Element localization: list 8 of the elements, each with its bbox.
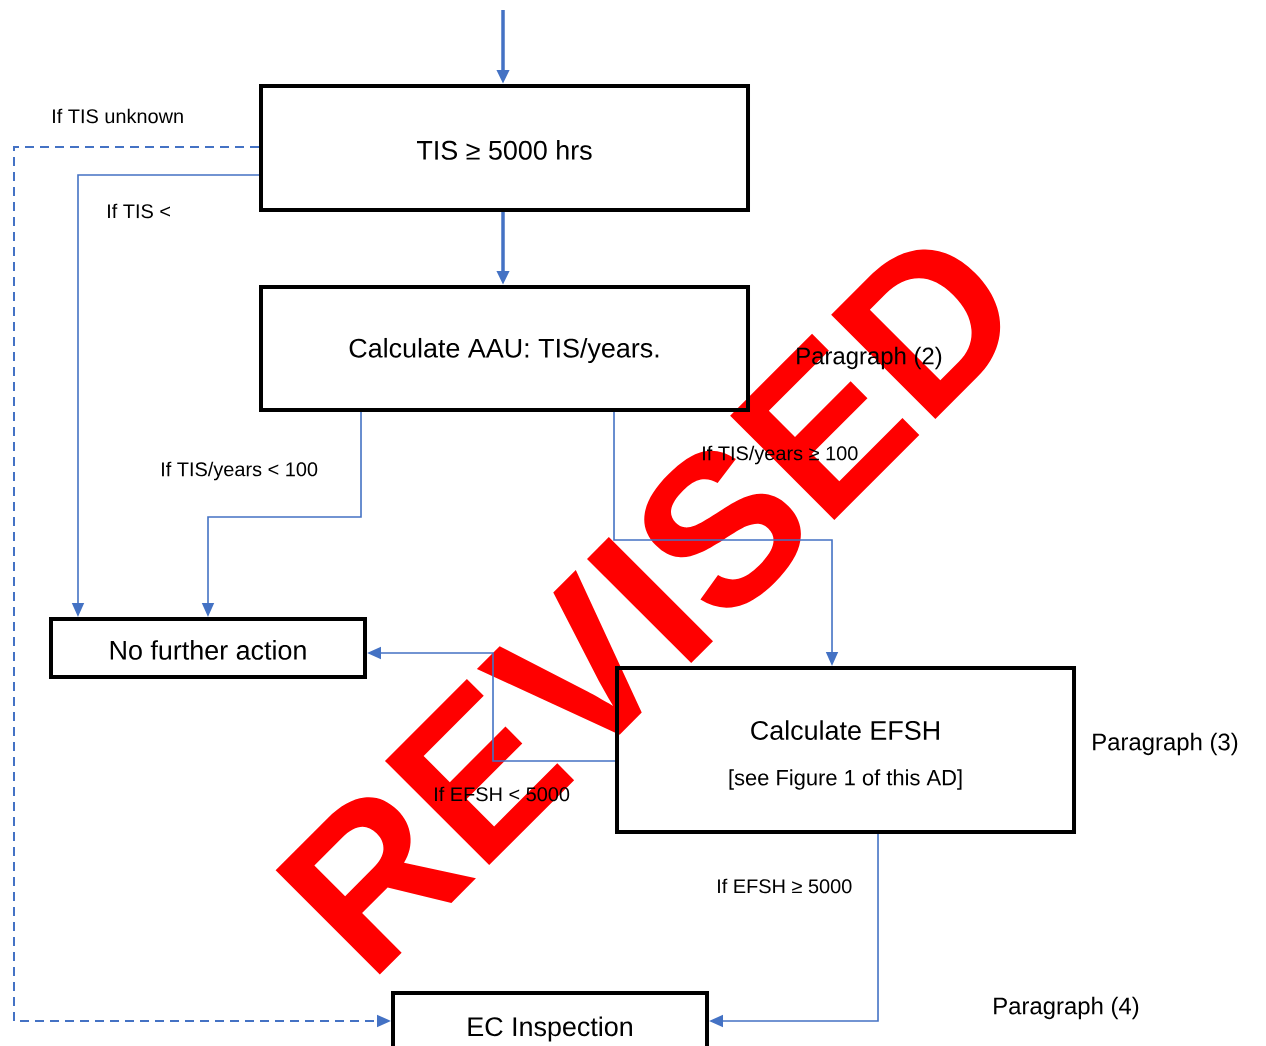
paragraph-note: Paragraph (3): [1093, 732, 1238, 756]
process-box: [259, 84, 750, 212]
edge-label: If TIS unknown: [53, 108, 183, 124]
process-box: [391, 991, 709, 1046]
paragraph-note: Paragraph (4): [994, 996, 1139, 1020]
box-text: EC Inspection: [468, 1016, 632, 1042]
box-text: TIS ≥ 5000 hrs: [417, 140, 592, 160]
edge-label: If TIS <: [108, 203, 170, 219]
